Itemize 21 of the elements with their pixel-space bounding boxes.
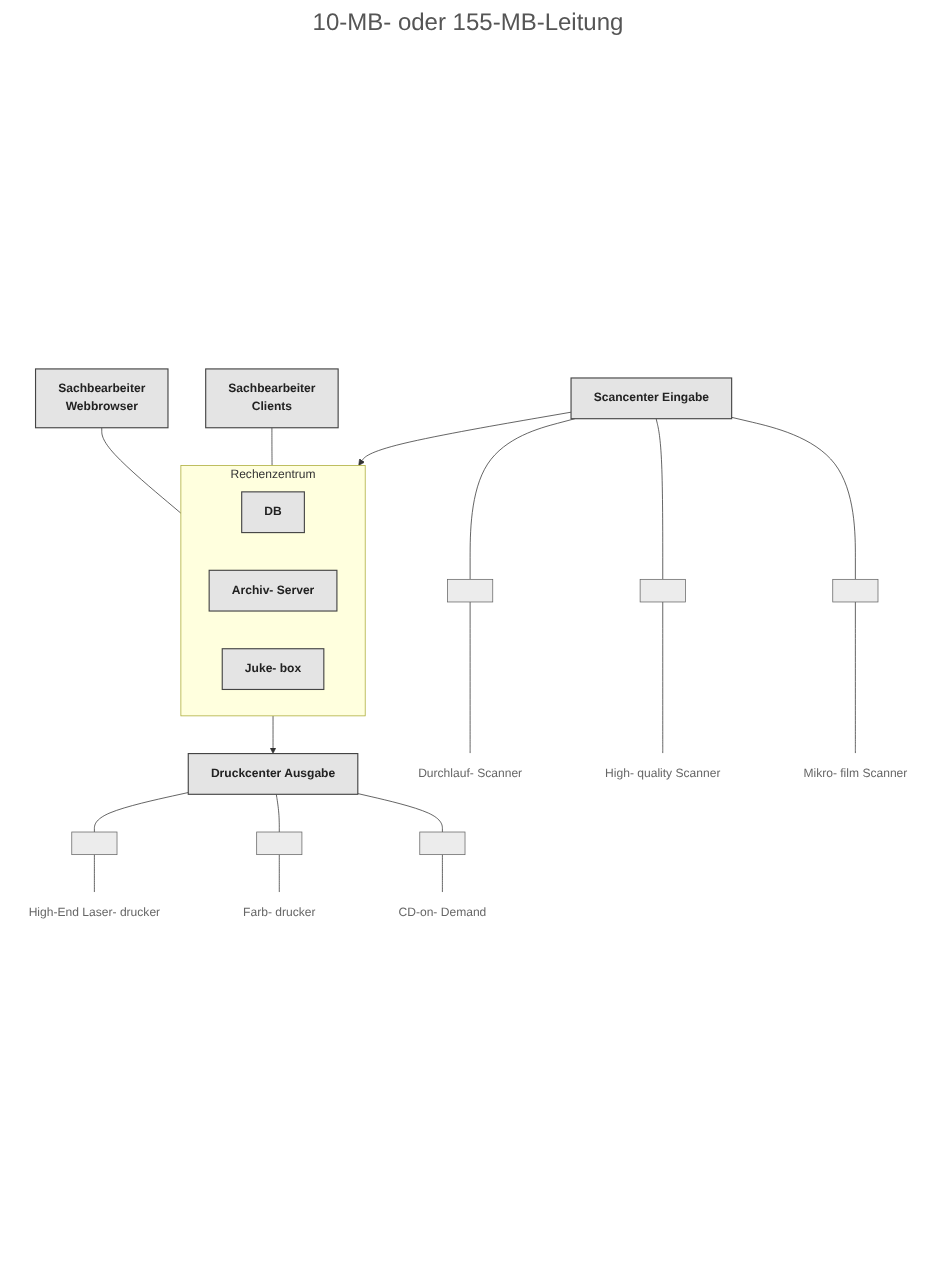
- connector: [357, 793, 443, 833]
- connector: [655, 418, 664, 580]
- connector: [469, 601, 471, 754]
- connector: [855, 601, 856, 754]
- connector: [731, 416, 856, 580]
- connector: [442, 854, 443, 893]
- connector: [94, 854, 95, 893]
- connector: [469, 418, 576, 580]
- node-box: [419, 831, 466, 855]
- node-box: [832, 578, 879, 603]
- connector: [101, 427, 182, 514]
- connection-note: 10-MB- oder 155-MB-Leitung: [310, 8, 626, 36]
- connector: [94, 792, 189, 833]
- connector: [662, 601, 664, 754]
- node-box: [256, 831, 303, 855]
- connector: [275, 793, 280, 833]
- connector: [271, 427, 273, 466]
- connector: [278, 854, 280, 893]
- node-box: [447, 578, 494, 603]
- node-box: [639, 578, 686, 603]
- node-box: [71, 831, 118, 855]
